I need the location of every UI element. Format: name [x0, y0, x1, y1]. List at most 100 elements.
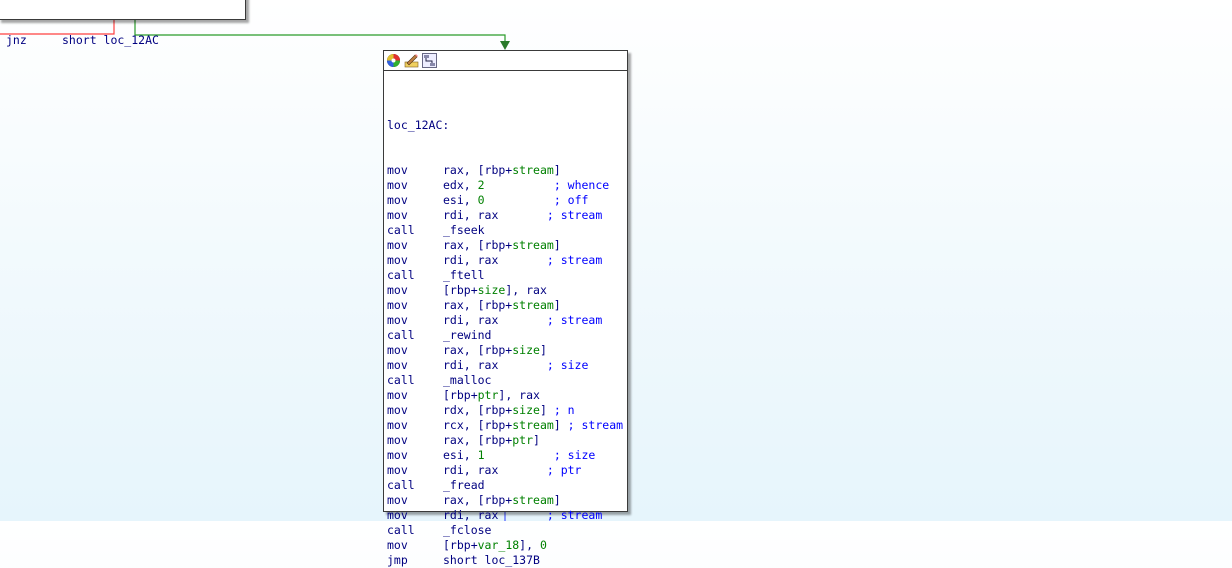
- operand-text: ], rax: [505, 283, 547, 297]
- instruction-row[interactable]: call _fread: [387, 478, 623, 493]
- instruction-row[interactable]: call _fseek: [387, 223, 623, 238]
- stack-variable[interactable]: size: [477, 283, 506, 297]
- mnemonic: mov: [387, 418, 408, 432]
- mnemonic: mov: [387, 253, 408, 267]
- mnemonic: mov: [387, 238, 408, 252]
- mnemonic: mov: [387, 463, 408, 477]
- function-name[interactable]: _rewind: [443, 328, 492, 342]
- immediate-value: 1: [477, 448, 485, 462]
- immediate-value: 0: [539, 538, 547, 552]
- mnemonic: mov: [387, 508, 408, 522]
- operand-text: rdi, rax: [443, 208, 547, 222]
- mnemonic: call: [387, 223, 415, 237]
- comment: ; off: [553, 193, 589, 207]
- comment: ; size: [546, 358, 589, 372]
- function-name[interactable]: _ftell: [443, 268, 485, 282]
- function-name[interactable]: _fread: [443, 478, 485, 492]
- mnemonic: mov: [387, 388, 408, 402]
- true-branch-arrowhead: [500, 41, 510, 50]
- operand-text: ], rax: [498, 388, 540, 402]
- graph-view-icon[interactable]: [422, 53, 437, 68]
- immediate-value: 0: [477, 193, 485, 207]
- operand-text: [485, 193, 554, 207]
- mnemonic: mov: [387, 493, 408, 507]
- operand-text: ]: [553, 418, 568, 432]
- operand-text: [485, 448, 554, 462]
- stack-variable[interactable]: stream: [512, 298, 554, 312]
- operand-text: [rbp+: [443, 283, 478, 297]
- stack-variable[interactable]: ptr: [512, 433, 534, 447]
- operand-text: rax, [rbp+: [443, 493, 513, 507]
- instruction-row[interactable]: call_malloc: [387, 373, 623, 388]
- immediate-value: 2: [477, 178, 485, 192]
- block-toolbar: [384, 51, 627, 71]
- mnemonic: mov: [387, 208, 408, 222]
- instruction-row[interactable]: mov [rbp+ptr], rax: [387, 388, 623, 403]
- instruction-row[interactable]: mov rcx, [rbp+stream] ; stream: [387, 418, 623, 433]
- rename-edit-icon[interactable]: [404, 53, 419, 68]
- instruction-row[interactable]: call_fclose: [387, 523, 623, 538]
- instruction-row[interactable]: mov [rbp+var_18], 0: [387, 538, 623, 553]
- operand-text: ]: [553, 493, 561, 507]
- operand-text: [rbp+: [443, 388, 478, 402]
- operand-text: [rbp+: [443, 538, 478, 552]
- color-palette-icon[interactable]: [386, 53, 401, 68]
- stack-variable[interactable]: ptr: [477, 388, 499, 402]
- instruction-row[interactable]: mov [rbp+size], rax: [387, 283, 623, 298]
- function-name[interactable]: _fseek: [443, 223, 485, 237]
- mnemonic: mov: [387, 298, 408, 312]
- operand-text: rdi, rax: [443, 508, 547, 522]
- mnemonic: mov: [387, 538, 408, 552]
- mnemonic: mov: [387, 163, 408, 177]
- operand-text: [485, 178, 554, 192]
- instruction-row[interactable]: call _ftell: [387, 268, 623, 283]
- stack-variable[interactable]: var_18: [477, 538, 520, 552]
- stack-variable[interactable]: stream: [512, 418, 554, 432]
- function-name[interactable]: _malloc: [443, 373, 492, 387]
- mnemonic: mov: [387, 343, 408, 357]
- stack-variable[interactable]: stream: [512, 493, 554, 507]
- mnemonic: call: [387, 268, 415, 282]
- instruction-row[interactable]: call_rewind: [387, 328, 623, 343]
- stack-variable[interactable]: size: [512, 343, 540, 357]
- comment: ; whence: [553, 178, 610, 192]
- operand-text: rax, [rbp+: [443, 298, 513, 312]
- mnemonic: call: [387, 478, 415, 492]
- mnemonic: mov: [387, 193, 408, 207]
- operand-text: rax, [rbp+: [443, 238, 513, 252]
- comment: ; stream: [567, 418, 624, 432]
- comment: ; size: [553, 448, 596, 462]
- stack-variable[interactable]: size: [512, 403, 540, 417]
- stack-variable[interactable]: stream: [512, 238, 554, 252]
- mnemonic: mov: [387, 358, 408, 372]
- comment: ; stream: [546, 253, 603, 267]
- graph-edges: [0, 18, 510, 521]
- operand-text: ],: [519, 538, 540, 552]
- mnemonic: mov: [387, 283, 408, 297]
- operand-text: rcx, [rbp+: [443, 418, 513, 432]
- stack-variable[interactable]: stream: [512, 163, 554, 177]
- operand-text: rax, [rbp+: [443, 433, 513, 447]
- function-name[interactable]: _fclose: [443, 523, 492, 537]
- instruction-row[interactable]: mov rax, [rbp+stream]: [387, 493, 623, 508]
- comment: ; n: [553, 403, 575, 417]
